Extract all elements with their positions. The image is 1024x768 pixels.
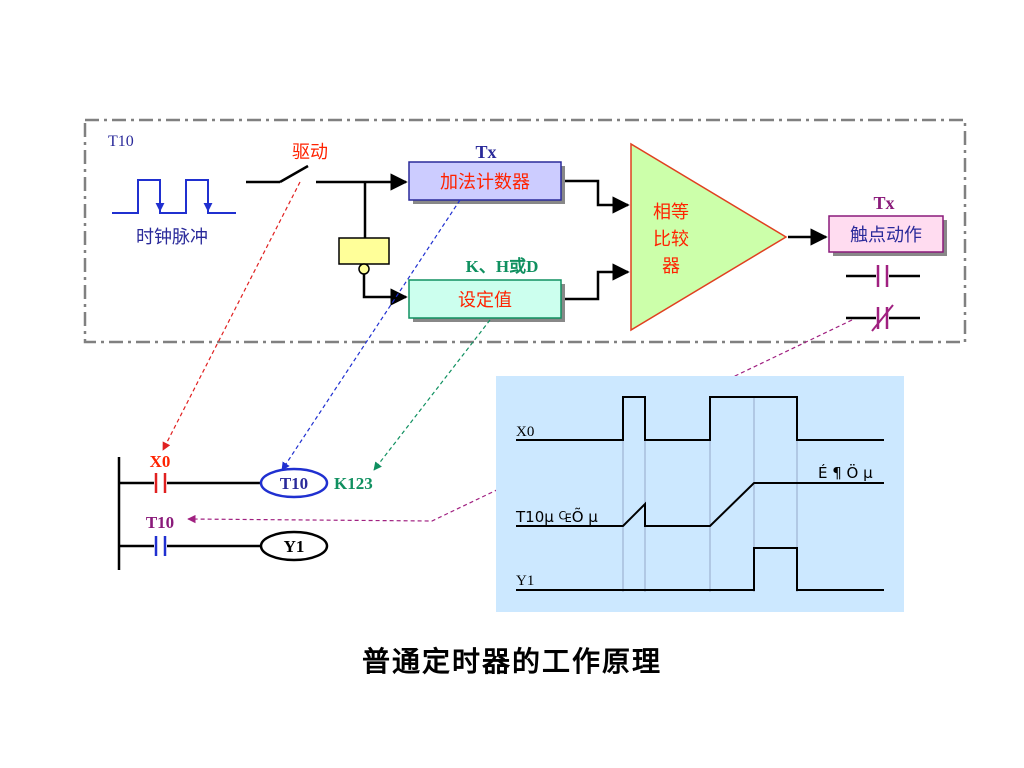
output-coil	[259, 530, 329, 562]
setpoint-box-text: 设定值	[458, 290, 512, 311]
timing-t10-label: T10µ ₠Õ µ	[515, 507, 598, 526]
timing-set-value-label: É ¶ Ö µ	[818, 463, 873, 482]
t10-current-value-waveform	[516, 482, 884, 527]
ladder-x0-label: X0	[150, 452, 171, 471]
comparator-label-1: 相等	[653, 202, 689, 223]
clock-caption: 时钟脉冲	[136, 227, 208, 248]
normally-open-contact-symbol	[846, 265, 920, 287]
counter-box	[408, 161, 562, 201]
comparator-label-2: 比较	[653, 229, 689, 250]
timer-constant: K123	[334, 474, 373, 493]
dashed-arrow-setpoint-to-k123	[373, 319, 491, 471]
figure-caption: 普通定时器的工作原理	[361, 645, 662, 678]
drive-switch-blade	[279, 164, 309, 184]
timing-x0-label: X0	[516, 424, 534, 440]
contact-box	[828, 215, 944, 253]
clock-label: T10	[108, 133, 134, 150]
ladder-t10-label: T10	[146, 513, 174, 532]
normally-closed-contact-symbol	[846, 304, 920, 332]
timing-panel	[496, 376, 904, 612]
y1-waveform	[516, 547, 884, 591]
timer-coil-label: T10	[280, 474, 308, 493]
wire-setpoint-to-comparator	[565, 263, 630, 301]
wire-counter-to-comparator	[565, 179, 630, 214]
drive-label: 驱动	[292, 142, 328, 163]
dashed-arrow-drive-to-x0	[162, 181, 301, 451]
counter-tx-label: Tx	[475, 142, 496, 162]
comparator-triangle	[630, 142, 788, 332]
output-coil-label: Y1	[284, 537, 305, 556]
setpoint-box	[408, 279, 562, 319]
setpoint-tag: K、H或D	[466, 256, 539, 276]
reset-node	[358, 263, 370, 275]
wire-to-setpoint	[362, 274, 408, 306]
contact-tx-label: Tx	[873, 193, 894, 213]
dashed-arrow-counter-to-timer	[281, 199, 461, 471]
timer-coil	[259, 467, 329, 499]
x0-waveform	[516, 396, 884, 441]
timing-y1-label: Y1	[516, 573, 534, 589]
reset-block	[338, 237, 390, 265]
comparator-label-3: 器	[662, 256, 680, 277]
counter-box-text: 加法计数器	[440, 172, 530, 193]
clock-pulse-wave	[112, 179, 236, 214]
contact-box-text: 触点动作	[850, 225, 922, 246]
block-diagram-frame	[83, 118, 967, 344]
